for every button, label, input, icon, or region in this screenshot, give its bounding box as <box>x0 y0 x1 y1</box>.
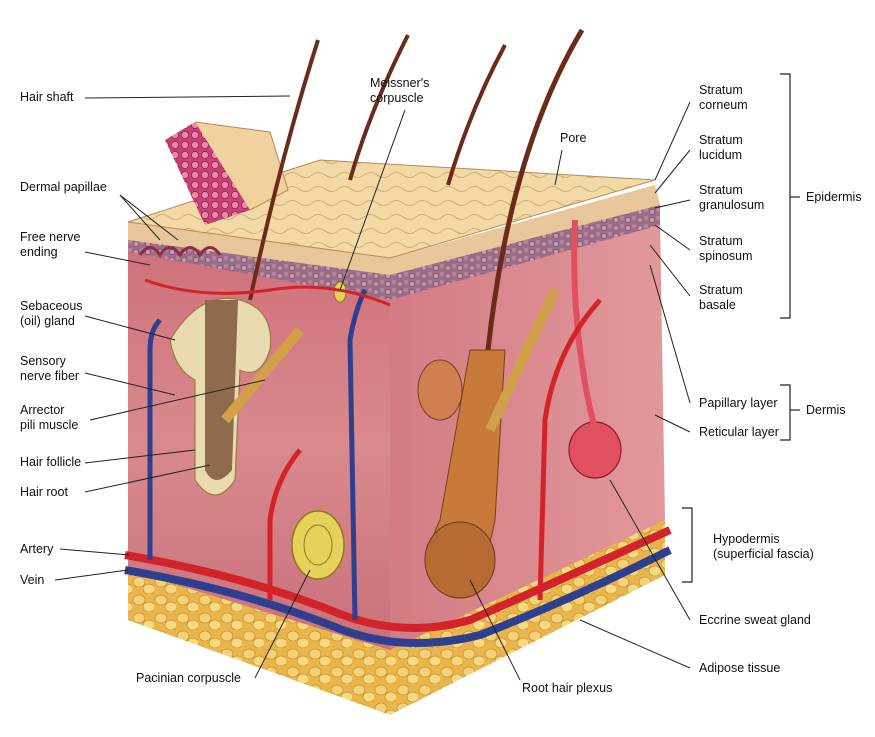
eccrine-sweat-gland <box>568 421 622 479</box>
label-hair-root: Hair root <box>20 485 68 499</box>
label-hair-shaft: Hair shaft <box>20 90 74 104</box>
brackets <box>682 73 800 583</box>
arrector-pili-muscle <box>221 326 304 424</box>
label-free-nerve-line2: ending <box>20 245 58 259</box>
label-arrector-line1: Arrector <box>20 403 65 417</box>
artery-branch <box>267 448 302 600</box>
sebaceous-right <box>417 359 463 421</box>
label-reticular-layer: Reticular layer <box>699 425 779 439</box>
label-granulosum-line1: Stratum <box>699 183 743 197</box>
label-sensory-line1: Sensory <box>20 354 66 368</box>
arrector-pili-right <box>485 287 560 433</box>
label-sensory-line2: nerve fiber <box>20 369 80 383</box>
artery-main <box>124 526 672 632</box>
label-corneum-line1: Stratum <box>699 83 743 97</box>
label-arrector-line2: pili muscle <box>20 418 79 432</box>
label-eccrine-sweat-gland: Eccrine sweat gland <box>699 613 811 627</box>
pacinian-corpuscle <box>291 510 345 580</box>
label-corneum-line2: corneum <box>699 98 748 112</box>
vein-main <box>124 546 672 647</box>
label-lucidum-line1: Stratum <box>699 133 743 147</box>
label-root-hair-plexus: Root hair plexus <box>522 681 613 695</box>
label-hair-follicle: Hair follicle <box>20 455 82 469</box>
hair-shaft-2 <box>348 34 410 181</box>
label-pacinian-corpuscle: Pacinian corpuscle <box>136 671 241 685</box>
label-hypodermis-line1: Hypodermis <box>713 532 780 546</box>
label-hypodermis: Hypodermis(superficial fascia) <box>713 532 814 562</box>
label-spinosum-line2: spinosum <box>699 249 753 263</box>
label-artery: Artery <box>20 542 54 556</box>
label-vein: Vein <box>20 573 45 587</box>
label-epidermis: Epidermis <box>806 190 862 204</box>
label-papillary-layer: Papillary layer <box>699 396 778 410</box>
label-adipose-tissue: Adipose tissue <box>699 661 781 675</box>
label-granulosum-line2: granulosum <box>699 198 765 212</box>
label-meissner-line2: corpuscle <box>370 91 424 105</box>
hair-shaft-1 <box>248 39 320 301</box>
label-pore: Pore <box>560 131 587 145</box>
hair-shaft-3 <box>446 44 507 186</box>
papillae-bumps <box>138 246 222 258</box>
label-spinosum-line1: Stratum <box>699 234 743 248</box>
flap-epidermis <box>194 121 289 211</box>
label-sebaceous-gland: Sebaceous(oil) gland <box>20 299 83 329</box>
leader-lines <box>54 95 691 681</box>
label-hypodermis-line2: (superficial fascia) <box>713 547 814 561</box>
label-sebaceous-line2: (oil) gland <box>20 314 75 328</box>
label-dermis: Dermis <box>806 403 846 417</box>
capillary-loop <box>144 278 391 307</box>
label-sebaceous-line1: Sebaceous <box>20 299 83 313</box>
artery-branch-right <box>537 298 602 601</box>
label-meissner-line1: Meissner's <box>370 76 430 90</box>
pacinian-inner <box>303 524 333 566</box>
label-lucidum-line2: lucidum <box>699 148 743 162</box>
label-free-nerve-line1: Free nerve <box>20 230 81 244</box>
label-basale-line1: Stratum <box>699 283 743 297</box>
label-dermal-papillae: Dermal papillae <box>20 180 107 194</box>
hair-bulb-right <box>424 521 496 599</box>
hair-shaft-4 <box>485 28 585 351</box>
stratum-band <box>128 205 660 300</box>
label-basale-line2: basale <box>699 298 736 312</box>
adipose-layer <box>128 520 665 715</box>
vein-left <box>147 318 162 560</box>
